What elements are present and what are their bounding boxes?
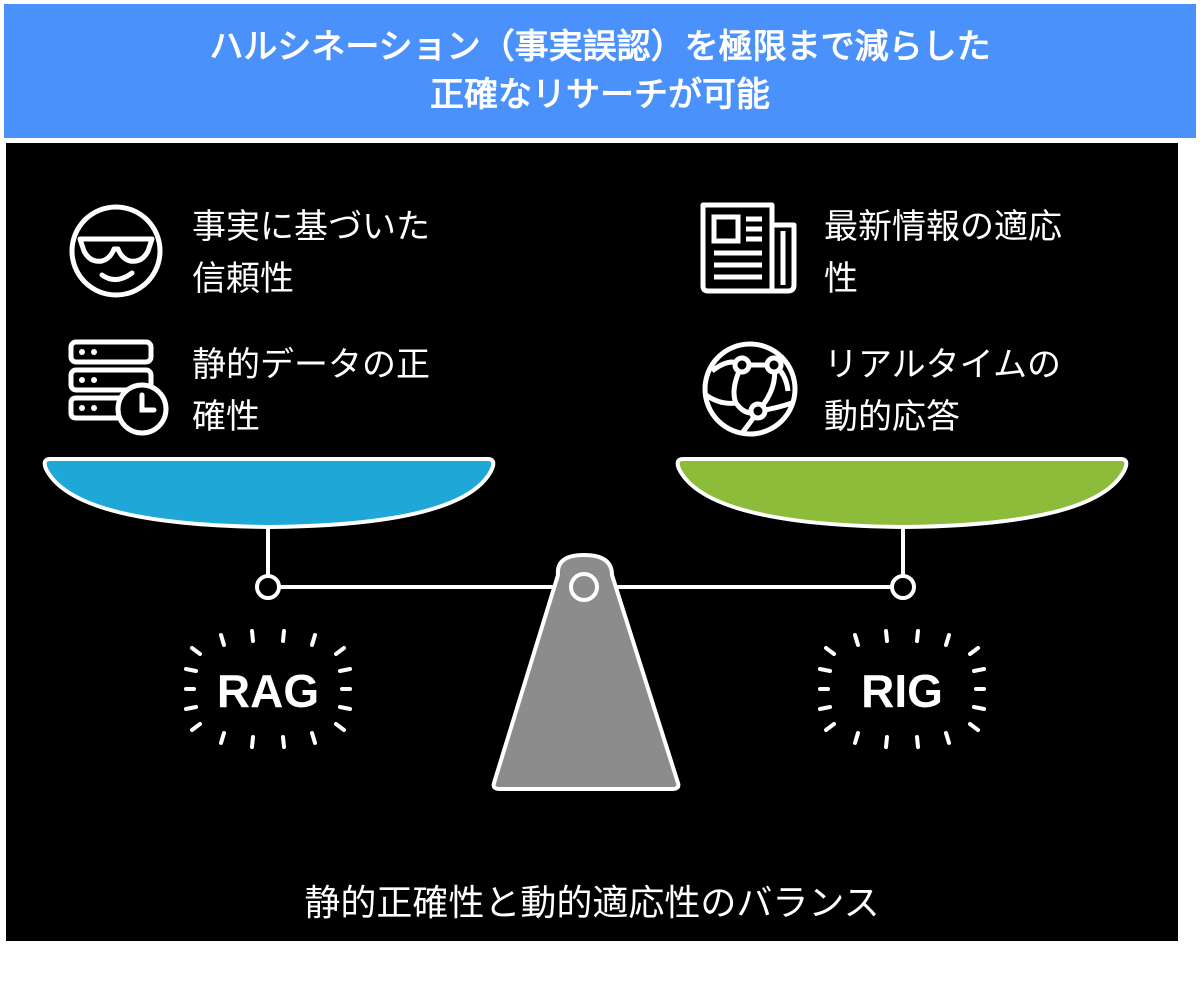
globe-network-icon bbox=[702, 341, 798, 437]
title-line-2: 正確なリサーチが可能 bbox=[430, 75, 770, 115]
right-feature-1-line2: 性 bbox=[824, 259, 858, 299]
fulcrum-pivot bbox=[569, 572, 599, 602]
left-feature-2-line1: 静的データの正 bbox=[192, 345, 430, 385]
right-feature-2-line1: リアルタイムの bbox=[824, 345, 1061, 385]
left-feature-1: 事実に基づいた 信頼性 bbox=[192, 201, 430, 305]
rag-label: RAG bbox=[217, 665, 319, 717]
balance-scale: RAG RIG bbox=[42, 457, 1129, 791]
fulcrum bbox=[491, 553, 681, 791]
right-feature-1-line1: 最新情報の適応 bbox=[824, 207, 1062, 247]
right-pan bbox=[675, 457, 1129, 529]
left-feature-2: 静的データの正 確性 bbox=[192, 339, 430, 443]
left-feature-2-line2: 確性 bbox=[192, 397, 260, 437]
title-banner: ハルシネーション（事実誤認）を極限まで減らした 正確なリサーチが可能 bbox=[4, 4, 1196, 138]
diagram-panel: 事実に基づいた 信頼性 静的データの正 確性 最新情報の適応 性 bbox=[6, 143, 1178, 941]
rig-label: RIG bbox=[861, 665, 943, 717]
right-feature-2-line2: 動的応答 bbox=[824, 397, 960, 437]
sunglasses-face-icon bbox=[69, 204, 163, 298]
balance-caption: 静的正確性と動的適応性のバランス bbox=[304, 883, 880, 924]
rag-burst-icon bbox=[184, 629, 352, 749]
rig-burst-icon bbox=[818, 629, 986, 749]
left-feature-1-line2: 信頼性 bbox=[192, 259, 294, 299]
left-beam-joint bbox=[255, 574, 281, 600]
right-feature-1: 最新情報の適応 性 bbox=[824, 201, 1062, 305]
newspaper-icon bbox=[700, 202, 797, 294]
server-clock-icon bbox=[68, 339, 169, 436]
right-feature-2: リアルタイムの 動的応答 bbox=[824, 339, 1061, 443]
title-line-1: ハルシネーション（事実誤認）を極限まで減らした bbox=[209, 27, 991, 67]
left-feature-1-line1: 事実に基づいた bbox=[192, 207, 430, 247]
right-beam-joint bbox=[890, 574, 916, 600]
left-pan bbox=[42, 457, 496, 529]
